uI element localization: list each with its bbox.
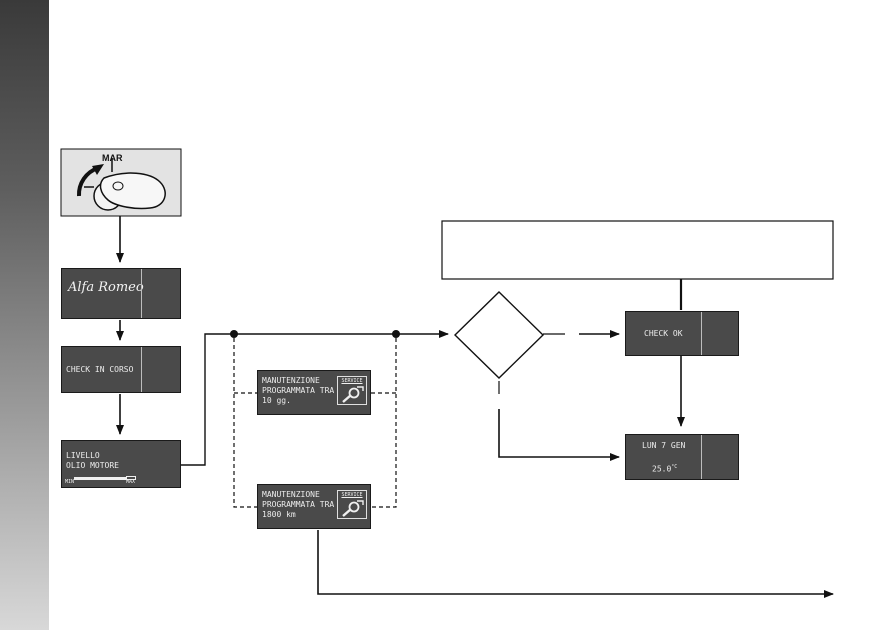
service-km-line1: MANUTENZIONE xyxy=(262,490,320,499)
service-badge-label: SERVICE xyxy=(341,378,363,384)
service-km-line2: PROGRAMMATA TRA xyxy=(262,500,335,509)
oil-scale-max: MAX xyxy=(126,479,136,485)
branch-line xyxy=(181,333,396,466)
lcd-side-segment xyxy=(701,312,738,355)
branch-node-right xyxy=(392,330,400,338)
arrow-to-date-display xyxy=(498,409,620,461)
lcd-service-days: MANUTENZIONE PROGRAMMATA TRA 10 gg. SERV… xyxy=(257,370,371,415)
lcd-side-segment xyxy=(141,347,180,392)
service-dashed-branch xyxy=(233,338,397,508)
lcd-check-in-corso: CHECK IN CORSO xyxy=(61,346,181,393)
lcd-side-segment xyxy=(701,435,738,479)
mar-label: MAR xyxy=(102,153,123,163)
date-text: LUN 7 GEN xyxy=(642,441,686,450)
arrow-to-next-page xyxy=(317,530,834,598)
wrench-icon xyxy=(342,386,364,403)
service-km-line3: 1800 km xyxy=(262,510,296,519)
service-days-line3: 10 gg. xyxy=(262,396,291,405)
service-days-line2: PROGRAMMATA TRA xyxy=(262,386,335,395)
oil-level-line2: OLIO MOTORE xyxy=(66,461,119,470)
message-box xyxy=(441,220,834,280)
alfa-romeo-logo: Alfa Romeo xyxy=(68,280,144,295)
oil-level-bar-end xyxy=(126,476,136,480)
decision-diamond xyxy=(453,291,545,379)
ignition-key-panel: MAR xyxy=(60,148,182,217)
oil-level-bar xyxy=(74,477,126,480)
check-ok-text: CHECK OK xyxy=(644,329,683,338)
wrench-icon xyxy=(342,500,364,517)
lcd-logo-display: Alfa Romeo xyxy=(61,268,181,319)
lcd-date-temperature: LUN 7 GEN 25.0°C xyxy=(625,434,739,480)
service-days-line1: MANUTENZIONE xyxy=(262,376,320,385)
temperature-value: 25.0°C xyxy=(652,464,678,474)
page-side-strip xyxy=(0,0,49,630)
service-badge: SERVICE xyxy=(337,490,367,519)
lcd-check-ok: CHECK OK xyxy=(625,311,739,356)
lcd-oil-level: LIVELLO OLIO MOTORE MIN MAX xyxy=(61,440,181,488)
branch-node-left xyxy=(230,330,238,338)
temperature-unit: °C xyxy=(671,464,678,470)
service-badge-label: SERVICE xyxy=(341,492,363,498)
lcd-service-km: MANUTENZIONE PROGRAMMATA TRA 1800 km SER… xyxy=(257,484,371,529)
check-in-corso-text: CHECK IN CORSO xyxy=(66,365,134,374)
oil-level-line1: LIVELLO xyxy=(66,451,100,460)
oil-scale-min: MIN xyxy=(65,479,75,485)
service-badge: SERVICE xyxy=(337,376,367,405)
lcd-side-segment xyxy=(141,269,180,318)
